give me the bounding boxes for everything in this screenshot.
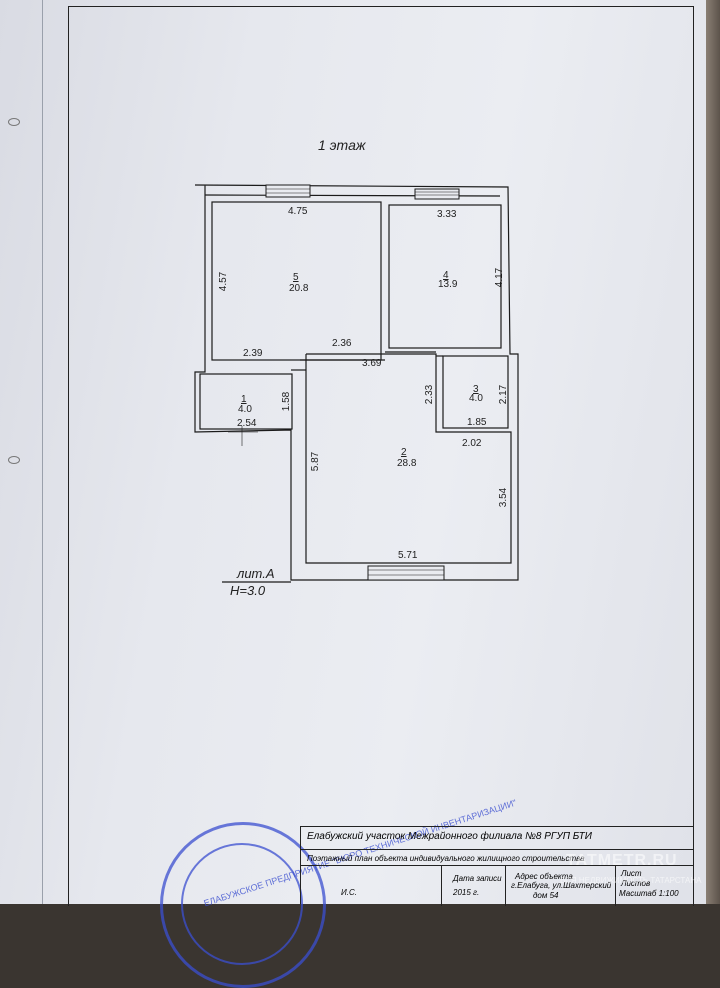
window [367, 565, 445, 581]
window [414, 188, 460, 200]
floor-title: 1 этаж [318, 137, 366, 153]
document-sheet [0, 0, 720, 904]
dim-room4-top: 3.33 [437, 209, 457, 220]
outer-wall [194, 184, 519, 581]
dim-room2-step: 2.02 [462, 438, 482, 449]
dim-room4-right: 4.17 [494, 267, 506, 288]
ceiling-height: Н=3.0 [230, 583, 266, 598]
dim-room2-right: 3.54 [498, 487, 510, 508]
dim-room5-step: 2.36 [332, 338, 352, 349]
sheet-label: Лист [621, 869, 642, 878]
dim-room2-top: 3.69 [362, 358, 382, 369]
room-5-number: 5 [293, 272, 299, 283]
dim-room5-bottom: 2.39 [243, 348, 263, 359]
watermark-subtitle: ВСЯ НЕДВИЖИМОСТЬ ТАТАРСТАНА [560, 876, 702, 885]
date-value: 2015 г. [453, 888, 480, 897]
address-label: Адрес объекта [515, 872, 573, 881]
room-4-number: 4 [443, 270, 449, 281]
address-value: г.Елабуга, ул.Шахтерский [511, 881, 612, 890]
organization-name: Елабужский участок Межрайонного филиала … [307, 831, 592, 842]
dim-room3-right: 2.17 [498, 384, 510, 405]
floor-plan [194, 184, 519, 583]
room-2-area: 28.8 [397, 458, 417, 469]
document-title: Поэтажный план объекта индивидуального ж… [307, 854, 585, 863]
watermark-brand: TATMETR.RU [566, 852, 678, 869]
dim-room2-left: 5.87 [310, 451, 322, 472]
drawing-frame [68, 6, 694, 906]
binder-hole [8, 456, 20, 464]
binder-fold [42, 0, 43, 904]
date-label: Дата записи [453, 874, 502, 883]
room-1-area: 4.0 [238, 404, 252, 415]
building-letter: лит.А [237, 566, 275, 581]
dim-room3-left: 2.33 [424, 384, 436, 405]
window [265, 184, 311, 198]
executor: И.С. [341, 888, 357, 897]
background-edge [706, 0, 720, 904]
room-1-outline [199, 373, 293, 430]
room-5-area: 20.8 [289, 283, 309, 294]
dim-room5-left: 4.57 [218, 271, 230, 292]
dim-room1-right: 1.58 [281, 391, 293, 412]
dim-room3-bottom: 1.85 [467, 417, 487, 428]
house-number: дом 54 [533, 891, 559, 900]
room-5-outline [211, 201, 382, 361]
dim-room2-bottom: 5.71 [398, 550, 418, 561]
title-block: Елабужский участок Межрайонного филиала … [300, 826, 694, 906]
room-1-number: 1 [241, 394, 247, 405]
sheets-label: Листов [621, 879, 651, 888]
binder-hole [8, 118, 20, 126]
room-3-area: 4.0 [469, 393, 483, 404]
scale-label: Масштаб 1:100 [619, 889, 679, 898]
room-2-outline [305, 353, 512, 564]
dim-room5-top: 4.75 [288, 206, 308, 217]
room-3-number: 3 [473, 384, 479, 395]
room-3-outline [442, 355, 509, 429]
room-4-outline [388, 204, 502, 349]
dim-room1-bottom: 2.54 [237, 418, 257, 429]
room-4-area: 13.9 [438, 279, 458, 290]
room-2-number: 2 [401, 447, 407, 458]
